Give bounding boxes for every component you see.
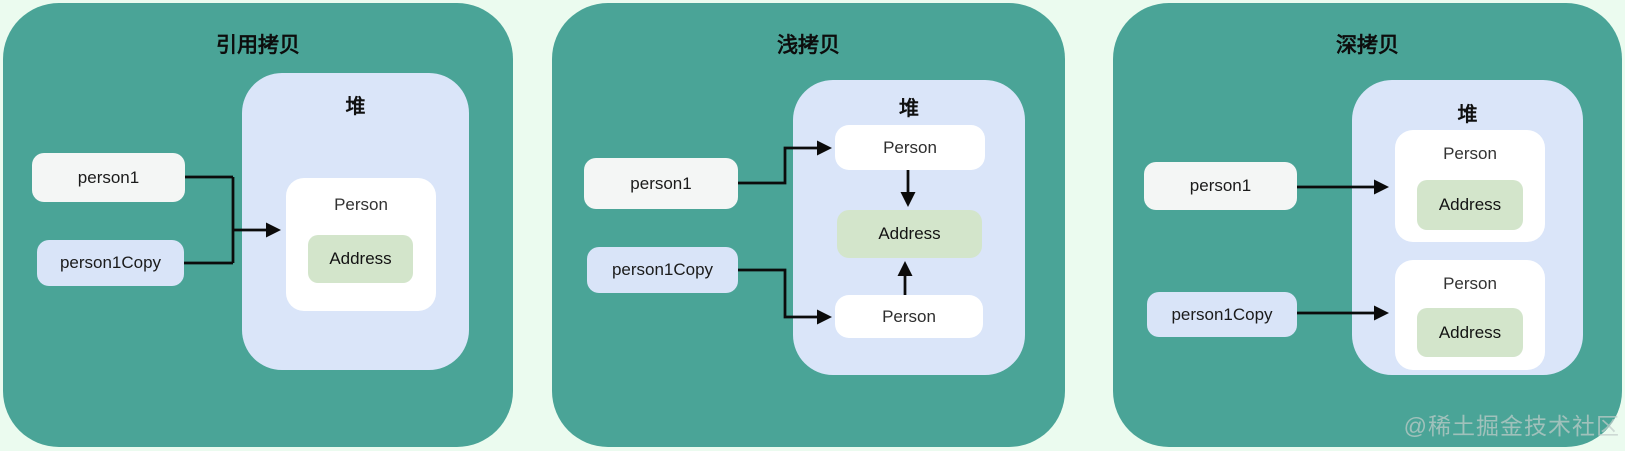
address-object-bottom: Address: [1417, 308, 1523, 357]
panel-title-deep-copy: 深拷贝: [1336, 34, 1399, 57]
heap-container: 堆 Person Address Person Address: [1352, 80, 1583, 375]
heap-title: 堆: [899, 98, 919, 120]
person-object-label: Person: [882, 306, 936, 326]
person-object-label: Person: [334, 195, 388, 214]
var-label-person1copy: person1Copy: [59, 253, 162, 272]
var-label-person1: person1: [77, 167, 140, 187]
heap-title: 堆: [1457, 104, 1478, 126]
heap-title: 堆: [345, 96, 366, 118]
heap-object-person-top: Person Address: [1395, 130, 1545, 242]
var-box-person1copy: person1Copy: [37, 240, 184, 286]
connector-merge-lines: [184, 175, 235, 265]
var-box-person1: person1: [1144, 162, 1297, 210]
address-object-shared: Address: [837, 210, 982, 258]
address-object-top: Address: [1417, 180, 1523, 230]
address-label: Address: [1438, 322, 1502, 342]
address-label: Address: [1438, 195, 1502, 214]
panel-title-reference-copy: 引用拷贝: [216, 34, 300, 57]
panel-shallow-copy: 浅拷贝 person1 person1Copy 堆 Person Address…: [552, 3, 1065, 447]
var-box-person1: person1: [32, 153, 185, 202]
panel-title-shallow-copy: 浅拷贝: [777, 34, 840, 57]
person-object-label: Person: [1443, 144, 1497, 163]
panel-reference-copy: 引用拷贝 person1 person1Copy 堆 Person Addres…: [3, 3, 513, 447]
watermark: @稀土掘金技术社区: [1403, 413, 1620, 439]
heap-object-person-top: Person: [835, 125, 985, 170]
var-label-person1copy: person1Copy: [1171, 304, 1273, 324]
var-box-person1copy: person1Copy: [1147, 292, 1297, 337]
heap-object-person-bottom: Person: [835, 295, 983, 338]
heap-object-person: Person Address: [286, 178, 436, 311]
address-object: Address: [308, 235, 413, 283]
heap-container: 堆 Person Address Person: [793, 80, 1025, 375]
var-box-person1: person1: [584, 158, 738, 209]
person-object-label: Person: [1443, 274, 1497, 293]
heap-container: 堆 Person Address: [242, 73, 469, 370]
var-label-person1: person1: [630, 173, 692, 193]
var-label-person1copy: person1Copy: [611, 260, 714, 279]
address-label: Address: [878, 224, 941, 243]
panel-deep-copy: 深拷贝 person1 person1Copy 堆 Person Address…: [1113, 3, 1622, 447]
var-label-person1: person1: [1189, 176, 1252, 195]
address-label: Address: [329, 249, 392, 268]
heap-object-person-bottom: Person Address: [1395, 260, 1545, 370]
person-object-label: Person: [883, 137, 937, 157]
var-box-person1copy: person1Copy: [587, 247, 738, 293]
